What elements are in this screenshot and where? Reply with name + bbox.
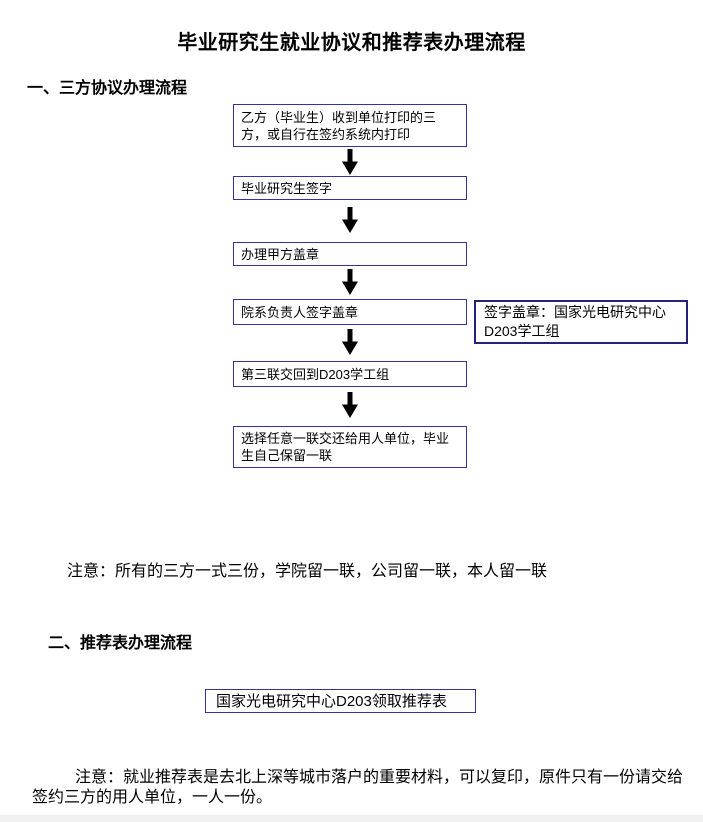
down-arrow-icon xyxy=(342,207,358,233)
down-arrow-icon xyxy=(342,269,358,295)
section1-note: 注意：所有的三方一式三份，学院留一联，公司留一联，本人留一联 xyxy=(67,563,548,580)
section1-heading: 一、三方协议办理流程 xyxy=(27,80,188,97)
flow-step-party-a-seal: 办理甲方盖章 xyxy=(233,242,467,266)
flow-step-pickup-recommendation-form: 国家光电研究中心D203领取推荐表 xyxy=(205,689,476,713)
flow-step-return-third-copy: 第三联交回到D203学工组 xyxy=(233,361,467,387)
signature-location-note-box: 签字盖章：国家光电研究中心D203学工组 xyxy=(474,300,688,344)
flow-step-graduate-sign: 毕业研究生签字 xyxy=(233,176,467,200)
down-arrow-icon xyxy=(342,392,358,418)
down-arrow-icon xyxy=(342,329,358,355)
window-bottom-edge xyxy=(0,815,703,822)
section2-heading: 二、推荐表办理流程 xyxy=(48,635,193,652)
flow-step-receive-agreement: 乙方（毕业生）收到单位打印的三方，或自行在签约系统内打印 xyxy=(233,104,467,147)
flow-step-department-sign-seal: 院系负责人签字盖章 xyxy=(233,299,467,325)
page-title: 毕业研究生就业协议和推荐表办理流程 xyxy=(177,32,526,54)
flow-step-distribute-copies: 选择任意一联交还给用人单位，毕业生自己保留一联 xyxy=(233,426,467,468)
section2-note: 注意：就业推荐表是去北上深等城市落户的重要材料，可以复印，原件只有一份请交给签约… xyxy=(32,769,684,806)
down-arrow-icon xyxy=(342,149,358,175)
